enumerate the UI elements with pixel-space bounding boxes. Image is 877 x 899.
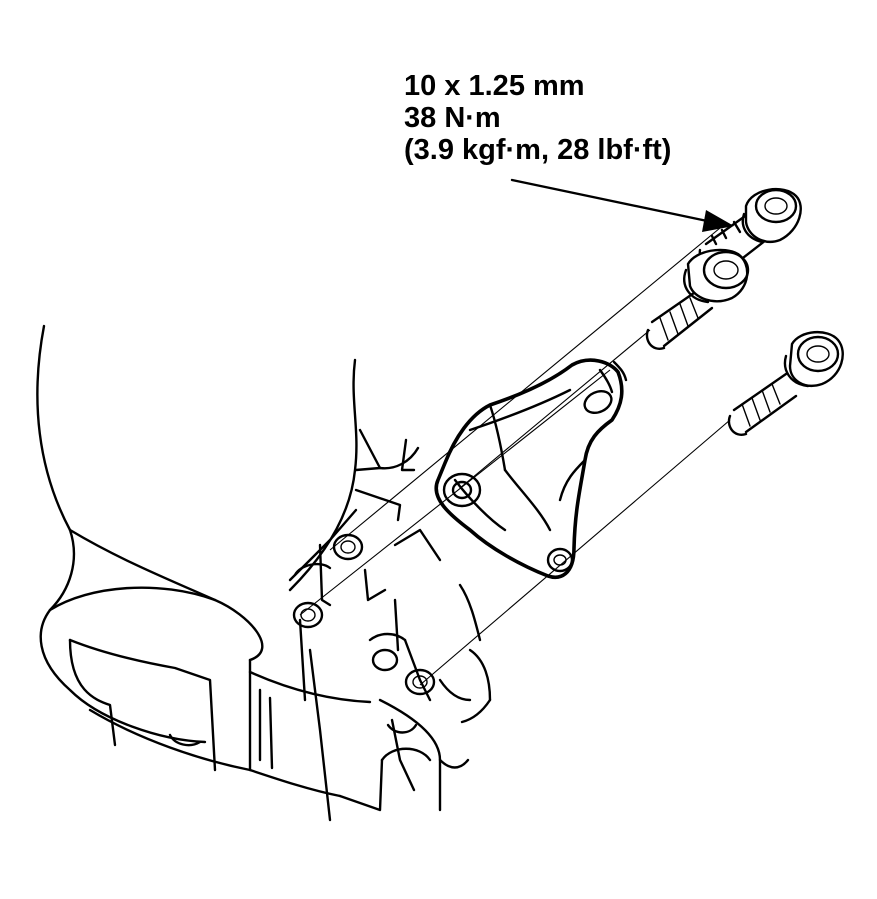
housing-boss-left: [292, 601, 324, 629]
flange-bolt-right-icon: [727, 331, 844, 436]
mounting-bracket-icon: [434, 358, 628, 579]
leader-arrow-icon: [510, 178, 734, 232]
housing-boss-upper: [332, 533, 364, 561]
housing-boss-lower: [371, 648, 436, 696]
transmission-housing-icon: [36, 324, 492, 822]
torque-callout: 10 x 1.25 mm 38 N·m (3.9 kgf·m, 28 lbf·f…: [404, 70, 671, 166]
torque-alt-label: (3.9 kgf·m, 28 lbf·ft): [404, 134, 672, 166]
torque-nm-label: 38 N·m: [404, 102, 501, 134]
flange-bolt-middle-icon: [645, 248, 750, 350]
bolt-size-label: 10 x 1.25 mm: [404, 70, 585, 102]
alignment-lines: [299, 227, 731, 686]
